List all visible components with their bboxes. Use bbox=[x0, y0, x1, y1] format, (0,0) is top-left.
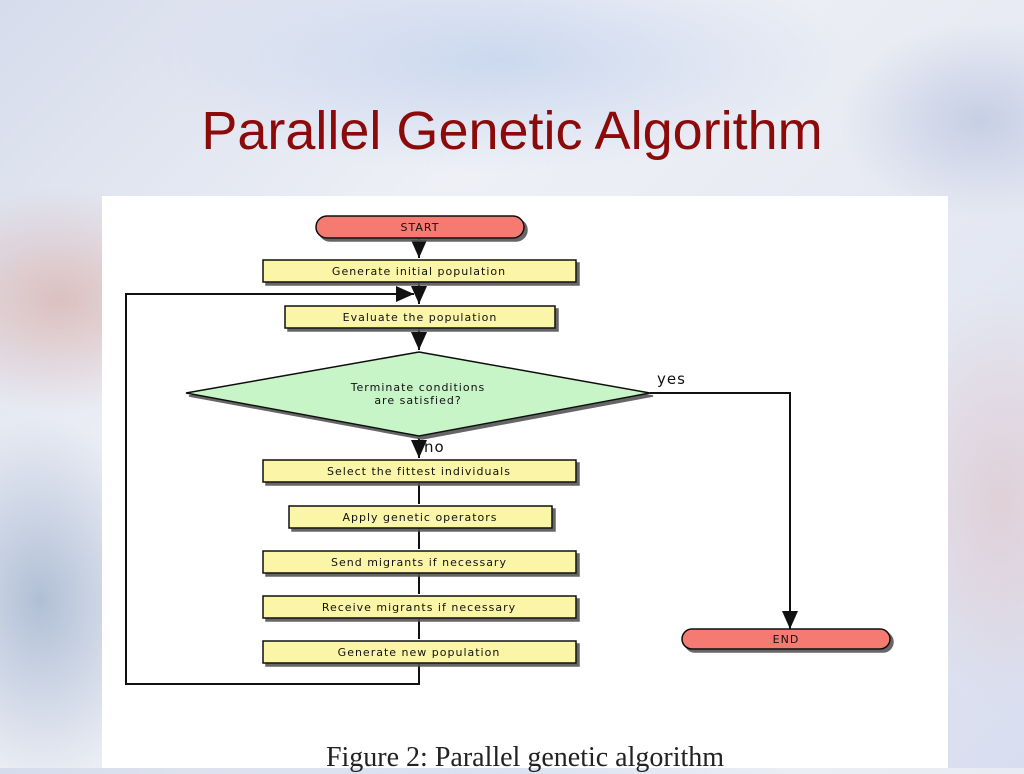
arrow-yes-to-end bbox=[650, 392, 798, 629]
decision-label-line2: are satisfied? bbox=[374, 394, 461, 407]
evaluate-node: Evaluate the population bbox=[284, 305, 556, 329]
decision-label-line1: Terminate conditions bbox=[350, 381, 486, 394]
decision-node: Terminate conditions are satisfied? bbox=[185, 351, 651, 437]
apply-operators-node: Apply genetic operators bbox=[288, 505, 553, 529]
loop-back-line bbox=[125, 286, 420, 685]
slide-title: Parallel Genetic Algorithm bbox=[201, 101, 823, 161]
generate-new-label: Generate new population bbox=[338, 646, 501, 659]
no-branch-label: no bbox=[424, 438, 445, 456]
send-migrants-label: Send migrants if necessary bbox=[331, 556, 507, 569]
generate-initial-label: Generate initial population bbox=[332, 265, 506, 278]
select-fittest-node: Select the fittest individuals bbox=[262, 459, 577, 483]
end-label: END bbox=[773, 633, 800, 646]
select-fittest-label: Select the fittest individuals bbox=[327, 465, 511, 478]
start-label: START bbox=[401, 221, 440, 234]
send-migrants-node: Send migrants if necessary bbox=[262, 550, 577, 574]
connectors bbox=[125, 238, 798, 685]
evaluate-label: Evaluate the population bbox=[343, 311, 498, 324]
receive-migrants-node: Receive migrants if necessary bbox=[262, 595, 577, 619]
yes-branch-label: yes bbox=[657, 370, 686, 388]
flowchart-figure: START Generate initial population Evalua… bbox=[102, 196, 948, 773]
end-node: END bbox=[681, 628, 891, 650]
flowchart-svg: START Generate initial population Evalua… bbox=[125, 215, 891, 685]
generate-new-node: Generate new population bbox=[262, 640, 577, 664]
start-node: START bbox=[315, 215, 525, 239]
figure-caption: Figure 2: Parallel genetic algorithm bbox=[325, 742, 725, 773]
receive-migrants-label: Receive migrants if necessary bbox=[322, 601, 516, 614]
apply-operators-label: Apply genetic operators bbox=[343, 511, 498, 524]
generate-initial-node: Generate initial population bbox=[262, 259, 577, 283]
